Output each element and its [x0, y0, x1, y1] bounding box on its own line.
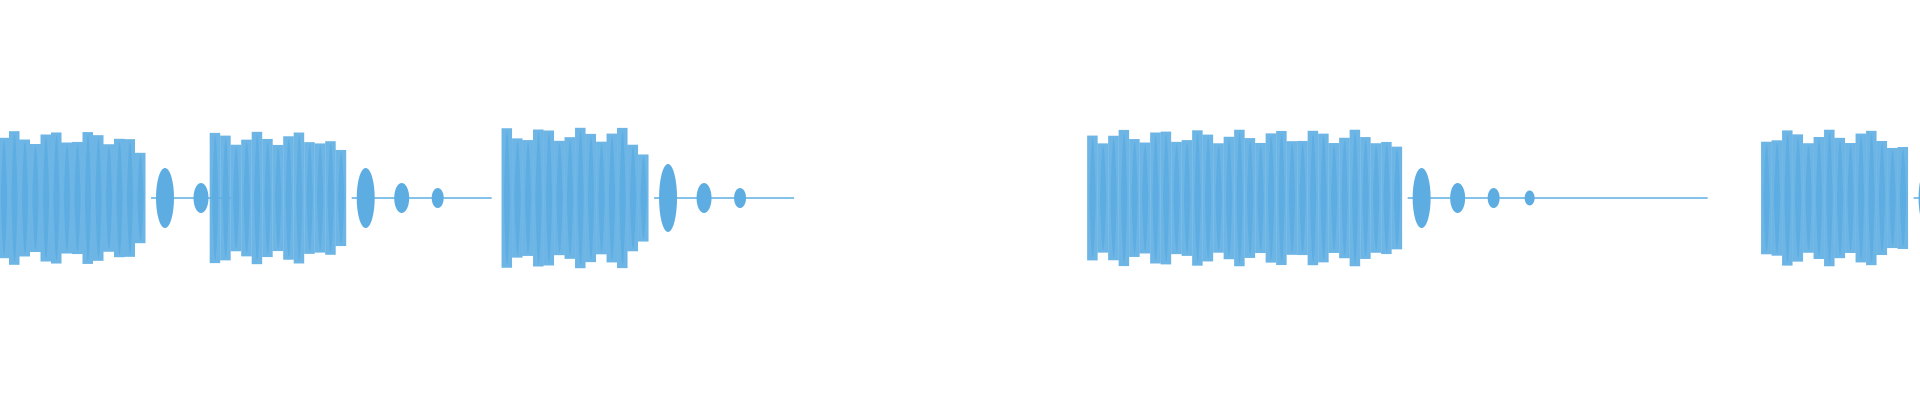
waveform-body	[638, 154, 649, 242]
waveform-body	[1328, 143, 1340, 253]
waveform-track	[0, 127, 1920, 269]
waveform-body	[135, 152, 146, 244]
waveform-body	[1223, 136, 1235, 260]
waveform-body	[1360, 137, 1371, 259]
waveform-body	[251, 131, 263, 265]
waveform-body	[564, 137, 576, 259]
waveform-body	[1234, 129, 1245, 267]
waveform-body	[1160, 131, 1172, 265]
waveform-body	[1876, 140, 1888, 256]
waveform-body	[596, 141, 607, 255]
audio-clip	[501, 127, 795, 269]
waveform-body	[61, 142, 72, 254]
waveform-body	[262, 138, 273, 258]
waveform-body	[533, 129, 544, 267]
waveform-body	[220, 135, 231, 261]
waveform-body	[1897, 147, 1909, 249]
waveform-body	[82, 132, 93, 264]
waveform-body	[1349, 129, 1361, 267]
waveform-body	[19, 139, 30, 257]
waveform-body	[241, 139, 252, 257]
waveform-body	[1824, 129, 1835, 267]
waveform-body	[1171, 141, 1182, 255]
waveform-body	[9, 131, 20, 265]
audio-clip	[209, 131, 492, 265]
waveform-body	[209, 132, 221, 264]
audio-clip	[1087, 129, 1708, 267]
waveform-body	[1244, 138, 1256, 258]
waveform-body	[272, 144, 284, 252]
waveform-body	[230, 144, 242, 252]
waveform-body	[1097, 143, 1109, 253]
waveform-body	[1108, 135, 1119, 261]
waveform-body	[304, 142, 315, 254]
waveform-body	[1855, 133, 1867, 263]
waveform-body	[1213, 143, 1224, 253]
waveform-body	[1887, 147, 1898, 249]
waveform-body	[1265, 133, 1277, 263]
waveform-body	[51, 132, 62, 264]
waveform-body	[314, 143, 326, 253]
waveform-body	[1276, 130, 1287, 266]
waveform-body	[1297, 140, 1308, 256]
waveform-body	[1202, 134, 1214, 262]
waveform-body	[114, 138, 125, 258]
waveform-body	[40, 134, 51, 262]
waveform-body	[1370, 143, 1382, 253]
waveform-body	[1845, 143, 1856, 253]
waveform-body	[1834, 137, 1846, 259]
waveform-body	[1771, 140, 1783, 256]
waveform-body	[93, 135, 104, 261]
waveform-body	[1318, 133, 1329, 263]
waveform-body	[575, 127, 586, 269]
waveform-body	[1087, 135, 1098, 261]
waveform-body	[1391, 146, 1403, 250]
waveform-body	[0, 137, 9, 259]
waveform-body	[30, 143, 41, 253]
waveform-body	[512, 138, 523, 258]
waveform-body	[72, 141, 83, 255]
waveform-body	[606, 133, 618, 263]
waveform-body	[1139, 142, 1151, 254]
waveform-body	[1813, 136, 1825, 260]
waveform-body	[1761, 141, 1772, 255]
waveform-body	[293, 132, 305, 264]
audio-clip	[1761, 129, 1920, 267]
waveform-body	[1782, 130, 1793, 266]
waveform-body	[335, 149, 347, 247]
waveform-body	[124, 139, 135, 257]
waveform-body	[1255, 142, 1266, 254]
waveform-body	[1129, 139, 1140, 257]
waveform-body	[1150, 132, 1161, 264]
waveform-body	[1866, 130, 1877, 266]
waveform-body	[1118, 129, 1130, 267]
waveform-body	[522, 140, 534, 256]
waveform-body	[1381, 141, 1392, 255]
waveform-body	[1792, 134, 1804, 262]
waveform-body	[283, 136, 294, 260]
waveform-body	[1307, 130, 1319, 266]
waveform-body	[1286, 141, 1298, 255]
waveform-body	[617, 127, 628, 269]
waveform-body	[1803, 143, 1814, 253]
waveform-body	[585, 133, 597, 263]
waveform-body	[1339, 137, 1350, 259]
waveform-body	[627, 144, 639, 252]
waveform-body	[325, 141, 336, 255]
waveform-body	[543, 130, 555, 266]
audio-clip	[0, 131, 231, 265]
waveform-body	[103, 144, 114, 252]
waveform-body	[501, 128, 513, 268]
waveform-body	[554, 140, 565, 256]
waveform-body	[1192, 130, 1203, 266]
waveform-body	[1181, 140, 1193, 256]
